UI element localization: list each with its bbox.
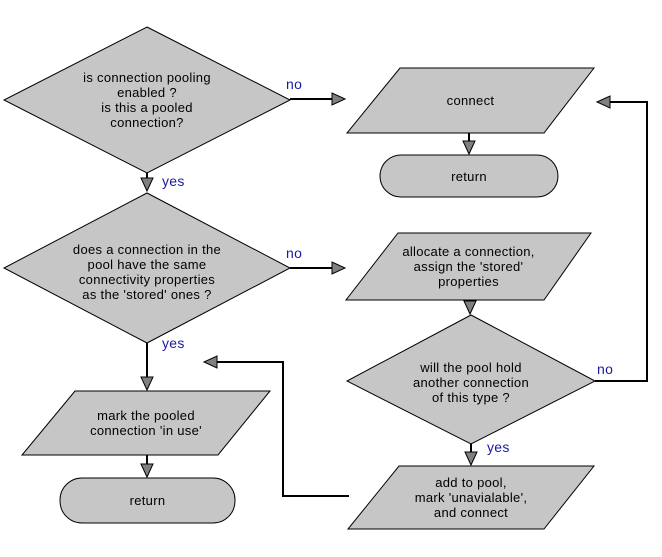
arrowhead-mark-to-return: [140, 463, 154, 479]
arrowhead-d1-to-connect: [331, 92, 347, 106]
decision-pooling-enabled-shape: [2, 26, 292, 174]
terminator-return-bottom-shape: [59, 477, 236, 524]
arrowhead-d3-to-addtopool: [464, 451, 478, 467]
edge-d3-no-feedback-line: [595, 101, 648, 382]
process-add-to-pool-shape: [346, 465, 596, 530]
decision-pool-capacity-shape: [345, 314, 597, 445]
terminator-return-top-shape: [379, 154, 559, 198]
arrowhead-d2-to-mark: [140, 376, 154, 392]
edge-addtopool-feedback-line: [216, 361, 349, 497]
decision-same-properties-shape: [2, 192, 292, 344]
arrowhead-d1-to-d2: [140, 177, 154, 193]
arrowhead-addtopool-feedback: [202, 355, 218, 369]
arrowhead-feedback-to-connect: [595, 95, 611, 109]
arrowhead-connect-to-return: [462, 140, 476, 156]
process-allocate-shape: [344, 232, 592, 301]
arrowhead-allocate-to-d3: [463, 300, 477, 316]
process-mark-in-use-shape: [20, 390, 272, 456]
arrowhead-d2-to-allocate: [331, 261, 347, 275]
process-connect-shape: [345, 67, 596, 134]
